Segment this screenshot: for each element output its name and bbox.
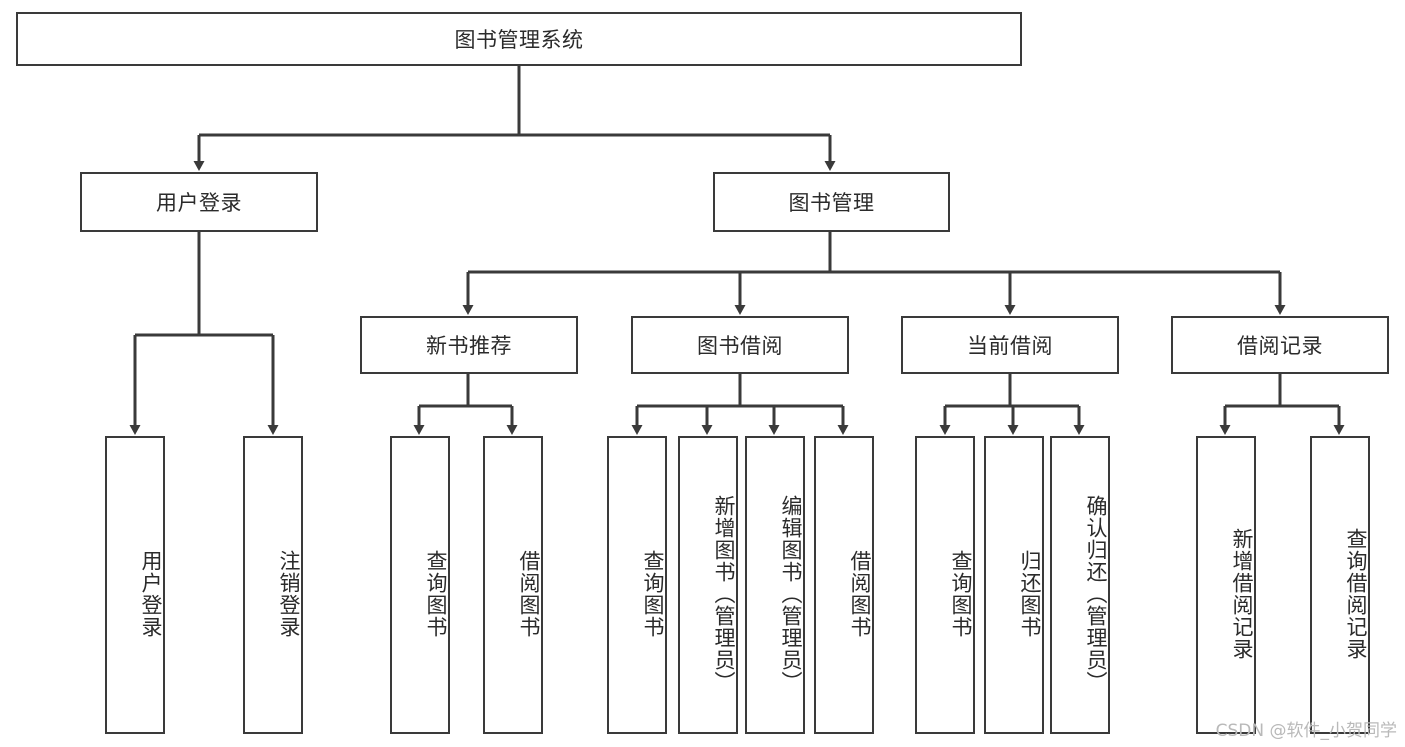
watermark: CSDN @软件_小贺同学 bbox=[1215, 721, 1397, 741]
node-label: 新书推荐 bbox=[426, 334, 512, 358]
node-leaf-query-book-recommend[interactable]: 查询图书 bbox=[390, 436, 450, 734]
node-label: 查询图书 bbox=[641, 550, 665, 638]
node-leaf-user-logout[interactable]: 注销登录 bbox=[243, 436, 303, 734]
node-book-management[interactable]: 图书管理 bbox=[713, 172, 950, 232]
node-leaf-borrow-book-recommend[interactable]: 借阅图书 bbox=[483, 436, 543, 734]
node-new-book-recommend[interactable]: 新书推荐 bbox=[360, 316, 578, 374]
node-label: 借阅图书 bbox=[848, 550, 872, 638]
node-leaf-return-book[interactable]: 归还图书 bbox=[984, 436, 1044, 734]
node-label: 借阅记录 bbox=[1237, 334, 1323, 358]
node-leaf-add-book-admin[interactable]: 新增图书（管理员） bbox=[678, 436, 738, 734]
node-leaf-add-borrow-record[interactable]: 新增借阅记录 bbox=[1196, 436, 1256, 734]
node-label: 查询图书 bbox=[949, 550, 973, 638]
node-user-login[interactable]: 用户登录 bbox=[80, 172, 318, 232]
node-label: 当前借阅 bbox=[967, 334, 1053, 358]
node-leaf-confirm-return-admin[interactable]: 确认归还（管理员） bbox=[1050, 436, 1110, 734]
node-leaf-query-book-borrow[interactable]: 查询图书 bbox=[607, 436, 667, 734]
node-current-borrow[interactable]: 当前借阅 bbox=[901, 316, 1119, 374]
node-label: 图书管理 bbox=[788, 191, 875, 215]
node-label: 查询借阅记录 bbox=[1344, 528, 1368, 660]
node-label: 编辑图书（管理员） bbox=[779, 495, 803, 693]
node-leaf-user-login[interactable]: 用户登录 bbox=[105, 436, 165, 734]
node-book-borrow[interactable]: 图书借阅 bbox=[631, 316, 849, 374]
node-label: 借阅图书 bbox=[517, 550, 541, 638]
node-label: 用户登录 bbox=[139, 550, 163, 638]
node-label: 新增借阅记录 bbox=[1230, 528, 1254, 660]
node-label: 新增图书（管理员） bbox=[712, 495, 736, 693]
node-label: 用户登录 bbox=[156, 191, 242, 215]
node-label: 图书管理系统 bbox=[454, 28, 584, 52]
node-label: 注销登录 bbox=[277, 550, 301, 638]
node-leaf-query-book-current[interactable]: 查询图书 bbox=[915, 436, 975, 734]
node-leaf-borrow-book[interactable]: 借阅图书 bbox=[814, 436, 874, 734]
node-label: 查询图书 bbox=[424, 550, 448, 638]
node-leaf-query-borrow-record[interactable]: 查询借阅记录 bbox=[1310, 436, 1370, 734]
node-borrow-record[interactable]: 借阅记录 bbox=[1171, 316, 1389, 374]
node-label: 图书借阅 bbox=[697, 334, 783, 358]
node-leaf-edit-book-admin[interactable]: 编辑图书（管理员） bbox=[745, 436, 805, 734]
node-label: 归还图书 bbox=[1018, 550, 1042, 638]
node-label: 确认归还（管理员） bbox=[1084, 495, 1108, 693]
node-book-management-system[interactable]: 图书管理系统 bbox=[16, 12, 1022, 66]
